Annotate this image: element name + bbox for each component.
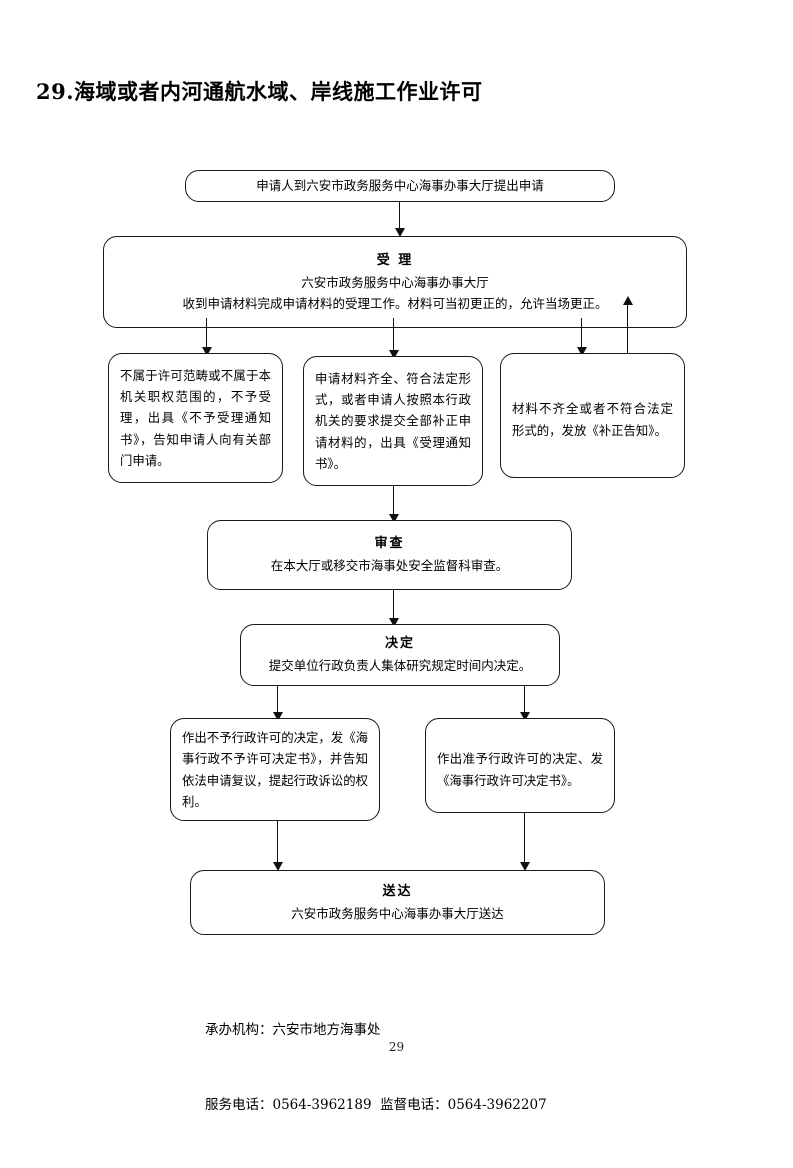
flow-node-branch-middle: 申请材料齐全、符合法定形式，或者申请人按照本行政机关的要求提交全部补正申请材料的…: [303, 356, 483, 486]
arrowhead-review-to-decide: [389, 618, 399, 627]
connector-accept-to-middle: [393, 318, 395, 356]
connector-review-to-decide: [393, 590, 395, 624]
arrowhead-grant-to-deliver: [520, 862, 530, 871]
review-heading: 审查: [374, 536, 405, 552]
arrowhead-accept-to-left: [202, 347, 212, 356]
flow-node-apply: 申请人到六安市政务服务中心海事办事大厅提出申请: [185, 170, 615, 202]
arrowhead-deny-to-deliver: [273, 862, 283, 871]
footer-block: 承办机构：六安市地方海事处 服务电话：0564-3962189 监督电话：056…: [205, 968, 547, 1168]
arrowhead-accept-to-right: [577, 347, 587, 356]
connector-deny-to-deliver: [277, 821, 279, 868]
arrowhead-right-back-to-accept: [623, 296, 633, 305]
branch-left-text: 不属于许可范畴或不属于本机关职权范围的，不予受理，出具《不予受理通知书》，告知申…: [120, 367, 271, 468]
decide-deny-text: 作出不予行政许可的决定，发《海事行政不予许可决定书》，并告知依法申请复议，提起行…: [182, 729, 368, 809]
flow-node-decide: 决定 提交单位行政负责人集体研究规定时间内决定。: [240, 624, 560, 686]
arrowhead-decide-to-deny: [273, 712, 283, 721]
branch-middle-text: 申请材料齐全、符合法定形式，或者申请人按照本行政机关的要求提交全部补正申请材料的…: [315, 370, 471, 471]
footer-phone: 服务电话：0564-3962189 监督电话：0564-3962207: [205, 1096, 547, 1113]
connector-accept-to-left: [206, 318, 208, 353]
connector-apply-to-accept: [399, 202, 401, 234]
accept-heading: 受 理: [376, 253, 414, 269]
flow-node-decide-grant: 作出准予行政许可的决定、发《海事行政许可决定书》。: [425, 718, 615, 813]
connector-right-back-to-accept: [627, 302, 629, 354]
connector-decide-to-grant: [524, 686, 526, 718]
flow-node-branch-left: 不属于许可范畴或不属于本机关职权范围的，不予受理，出具《不予受理通知书》，告知申…: [108, 353, 283, 483]
accept-line-2: 收到申请材料完成申请材料的受理工作。材料可当初更正的，允许当场更正。: [182, 295, 608, 311]
connector-accept-to-right: [581, 318, 583, 353]
arrowhead-apply-to-accept: [395, 228, 405, 237]
connector-decide-to-deny: [277, 686, 279, 718]
page-title: 29.海域或者内河通航水域、岸线施工作业许可: [36, 79, 483, 104]
branch-right-text: 材料不齐全或者不符合法定形式的，发放《补正告知》。: [512, 401, 673, 438]
deliver-line-1: 六安市政务服务中心海事办事大厅送达: [291, 905, 504, 921]
connector-grant-to-deliver: [524, 813, 526, 868]
flow-node-decide-deny: 作出不予行政许可的决定，发《海事行政不予许可决定书》，并告知依法申请复议，提起行…: [170, 718, 380, 821]
flow-node-deliver: 送达 六安市政务服务中心海事办事大厅送达: [190, 870, 605, 935]
arrowhead-middle-to-review: [389, 514, 399, 523]
decide-heading: 决定: [384, 636, 415, 652]
review-line-1: 在本大厅或移交市海事处安全监督科审查。: [270, 558, 509, 574]
document-page: 29.海域或者内河通航水域、岸线施工作业许可 申请人到六安市政务服务中心海事办事…: [36, 79, 687, 1113]
flow-node-branch-right: 材料不齐全或者不符合法定形式的，发放《补正告知》。: [500, 353, 685, 478]
arrowhead-accept-to-middle: [389, 350, 399, 359]
decide-line-1: 提交单位行政负责人集体研究规定时间内决定。: [268, 658, 532, 674]
deliver-heading: 送达: [382, 883, 413, 899]
connector-middle-to-review: [393, 486, 395, 520]
arrowhead-decide-to-grant: [520, 712, 530, 721]
flow-node-accept: 受 理 六安市政务服务中心海事办事大厅 收到申请材料完成申请材料的受理工作。材料…: [103, 236, 687, 328]
apply-text: 申请人到六安市政务服务中心海事办事大厅提出申请: [256, 177, 544, 193]
accept-line-1: 六安市政务服务中心海事办事大厅: [301, 275, 489, 291]
flow-node-review: 审查 在本大厅或移交市海事处安全监督科审查。: [207, 520, 572, 590]
page-number: 29: [388, 1040, 405, 1054]
decide-grant-text: 作出准予行政许可的决定、发《海事行政许可决定书》。: [437, 751, 603, 788]
footer-agency: 承办机构：六安市地方海事处: [205, 1021, 381, 1038]
